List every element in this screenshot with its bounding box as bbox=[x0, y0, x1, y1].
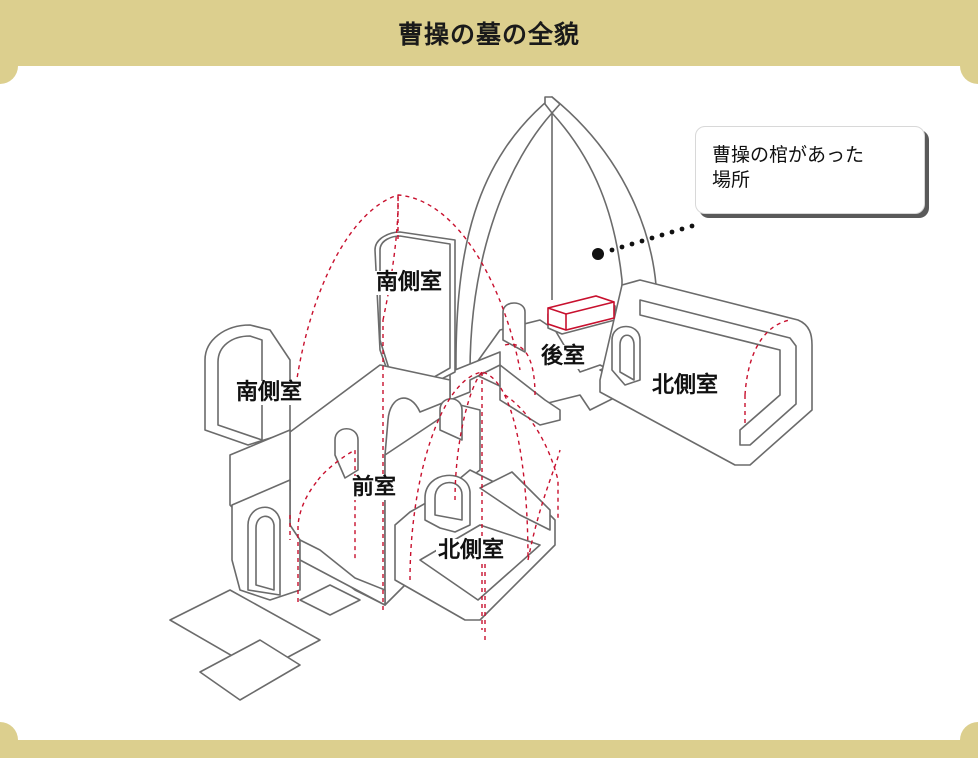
front-arch-right bbox=[439, 397, 463, 441]
page-title: 曹操の墓の全貌 bbox=[397, 20, 580, 49]
label-south-side-left: 南側室 bbox=[234, 380, 305, 405]
front-floor-step bbox=[299, 584, 361, 616]
dome-left-arc bbox=[297, 479, 319, 602]
dome-front-arc2 bbox=[454, 371, 483, 501]
callout-line-2: 場所 bbox=[712, 169, 751, 191]
label-rear-chamber: 後室 bbox=[539, 344, 588, 369]
callout-line-1: 曹操の棺があった bbox=[712, 144, 865, 166]
callout-leader bbox=[592, 223, 695, 260]
label-north-side-right: 北側室 bbox=[650, 373, 721, 398]
label-south-side-upper: 南側室 bbox=[374, 270, 445, 295]
label-front-chamber: 前室 bbox=[350, 475, 399, 500]
tomb-walls bbox=[169, 96, 813, 701]
north-right-arch-inner bbox=[619, 334, 635, 381]
dome-north-front bbox=[484, 449, 561, 640]
front-arch-left bbox=[334, 427, 359, 479]
dome-front-left bbox=[317, 448, 356, 560]
entrance-arch-inner bbox=[255, 515, 275, 591]
entrance-step-1 bbox=[169, 589, 321, 673]
callout-anchor-dot bbox=[592, 248, 604, 260]
coffin-location-top bbox=[547, 307, 567, 315]
dome-north-front-arc bbox=[504, 394, 559, 520]
label-north-side-front: 北側室 bbox=[436, 538, 507, 563]
coffin-location-top2 bbox=[565, 301, 615, 315]
rear-niche-left bbox=[502, 302, 526, 353]
coffin-location bbox=[547, 295, 615, 331]
south-left-inner bbox=[217, 335, 263, 441]
corridor-floor bbox=[499, 364, 561, 426]
header-bar: 曹操の墓の全貌 bbox=[0, 0, 978, 66]
north-right-inner-wall bbox=[639, 299, 797, 446]
panel-corner-tl bbox=[0, 48, 18, 84]
tomb-diagram bbox=[169, 96, 813, 701]
entrance-step-2 bbox=[199, 639, 301, 701]
rear-vault-ridge bbox=[544, 96, 561, 114]
dome-front-arc bbox=[409, 371, 529, 581]
dome-rear-link bbox=[504, 343, 536, 396]
coffin-callout: 曹操の棺があった 場所 bbox=[695, 126, 925, 214]
panel-corner-tr bbox=[960, 48, 978, 84]
north-front-arch-inner bbox=[434, 481, 463, 521]
south-upper-wall bbox=[379, 235, 451, 386]
north-front-rim bbox=[479, 471, 551, 531]
front-floor bbox=[299, 539, 386, 606]
